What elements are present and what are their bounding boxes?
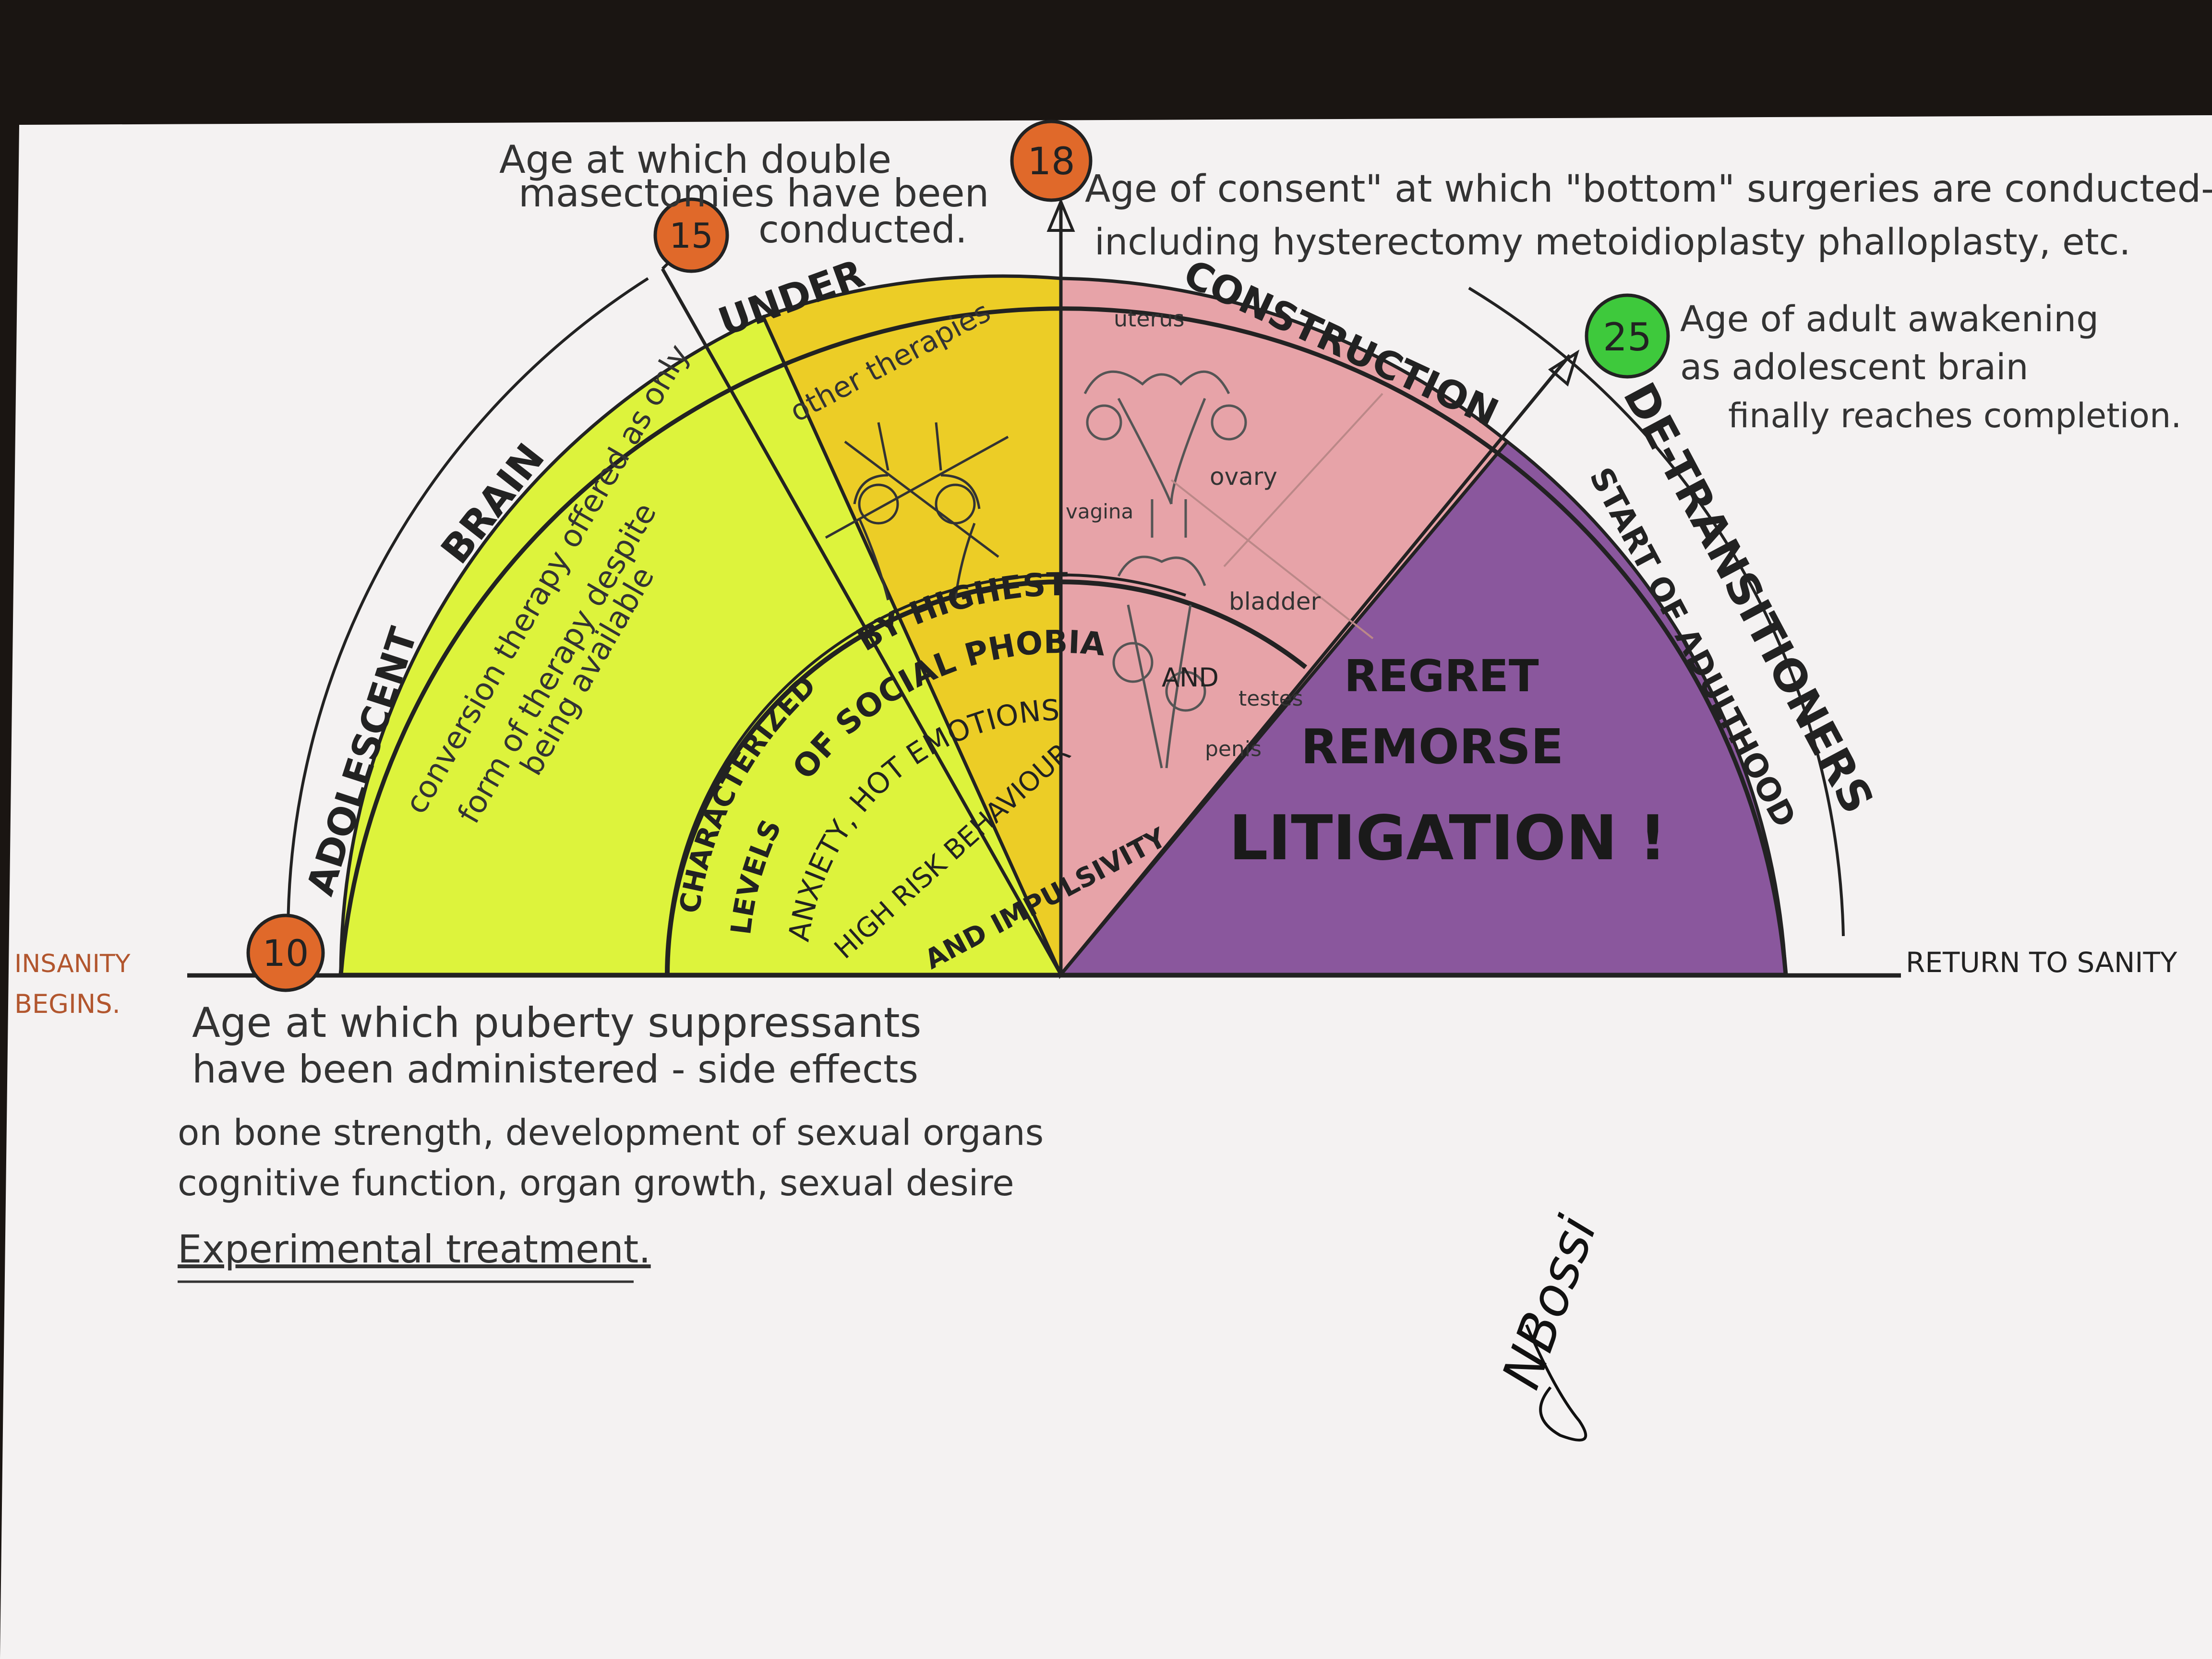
- marker-15-circle: [653, 197, 729, 273]
- annotation-awakening-line2: as adolescent brain: [1680, 347, 2029, 388]
- marker-25-circle: [1585, 293, 1670, 379]
- annotation-puberty-line4: cognitive function, organ growth, sexual…: [178, 1163, 1014, 1204]
- anatomy-label-ovary: ovary: [1210, 463, 1277, 491]
- torso-sketch: [825, 422, 1009, 601]
- signature-loop: [1525, 1324, 1587, 1442]
- annotation-puberty-line3: on bone strength, development of sexual …: [178, 1112, 1044, 1154]
- purple-remorse: REMORSE: [1301, 719, 1563, 775]
- radial-line-15: [661, 268, 1063, 975]
- inner-ring-arc: [665, 573, 1186, 975]
- anatomy-label-bladder: bladder: [1229, 588, 1321, 615]
- purple-regret: REGRET: [1344, 650, 1539, 702]
- marker-15: 15: [653, 197, 729, 273]
- marker-18-label: 18: [1027, 140, 1075, 183]
- marker-18-circle: [1010, 120, 1093, 202]
- sector-fifteen-to-eighteen: [761, 274, 1063, 975]
- marker-10-circle: [246, 914, 325, 992]
- anatomy-sketch: [1083, 370, 1247, 769]
- marker-10-label: 10: [263, 932, 309, 974]
- inner-and: AND: [1162, 662, 1219, 693]
- outer-arc-outline: [338, 306, 1788, 975]
- annotation-insanity-line2: BEGINS.: [14, 989, 120, 1019]
- annotation-mastectomy-line3: conducted.: [758, 208, 967, 252]
- annotation-consent-line2: including hysterectomy metoidioplasty ph…: [1094, 220, 2131, 263]
- marker-18: 18: [1010, 120, 1093, 202]
- marker-10: 10: [246, 914, 325, 992]
- radial-line-25: [1059, 354, 1571, 976]
- annotation-awakening-line3: finally reaches completion.: [1728, 396, 2182, 435]
- anatomy-label-uterus: uterus: [1114, 306, 1185, 332]
- arrow-head-25: [1548, 349, 1580, 387]
- marker-25-label: 25: [1603, 315, 1652, 360]
- annotation-insanity-line1: INSANITY: [14, 950, 131, 978]
- outer-label-arc: [286, 277, 649, 937]
- marker-25: 25: [1585, 293, 1670, 379]
- marker-15-label: 15: [669, 216, 713, 256]
- annotation-awakening-line1: Age of adult awakening: [1680, 299, 2099, 340]
- annotation-return-to-sanity: RETURN TO SANITY: [1906, 946, 2177, 979]
- arrow-head-18: [1046, 198, 1075, 232]
- anatomy-label-penis: penis: [1205, 737, 1262, 761]
- inner-ring: [665, 579, 1308, 975]
- annotation-puberty-line5: Experimental treatment.: [178, 1227, 651, 1272]
- purple-litigation: LITIGATION !: [1229, 803, 1667, 874]
- anatomy-label-vagina: vagina: [1066, 500, 1133, 523]
- sector-eighteen-to-twentyfive: [1059, 276, 1510, 979]
- annotation-puberty-line1: Age at which puberty suppressants: [192, 999, 921, 1047]
- anatomy-label-testes: testes: [1238, 686, 1303, 711]
- sector-adolescent: [339, 314, 1064, 976]
- annotation-mastectomy-line1: Age at which double: [499, 137, 891, 182]
- pink-cross-line-2: [1170, 479, 1374, 639]
- annotation-puberty-line2: have been administered - side effects: [192, 1047, 918, 1092]
- annotation-consent-line1: Age of consent" at which "bottom" surger…: [1085, 168, 2212, 211]
- annotation-mastectomy-line2: masectomies have been: [518, 171, 989, 216]
- pink-cross-line-1: [1223, 393, 1383, 567]
